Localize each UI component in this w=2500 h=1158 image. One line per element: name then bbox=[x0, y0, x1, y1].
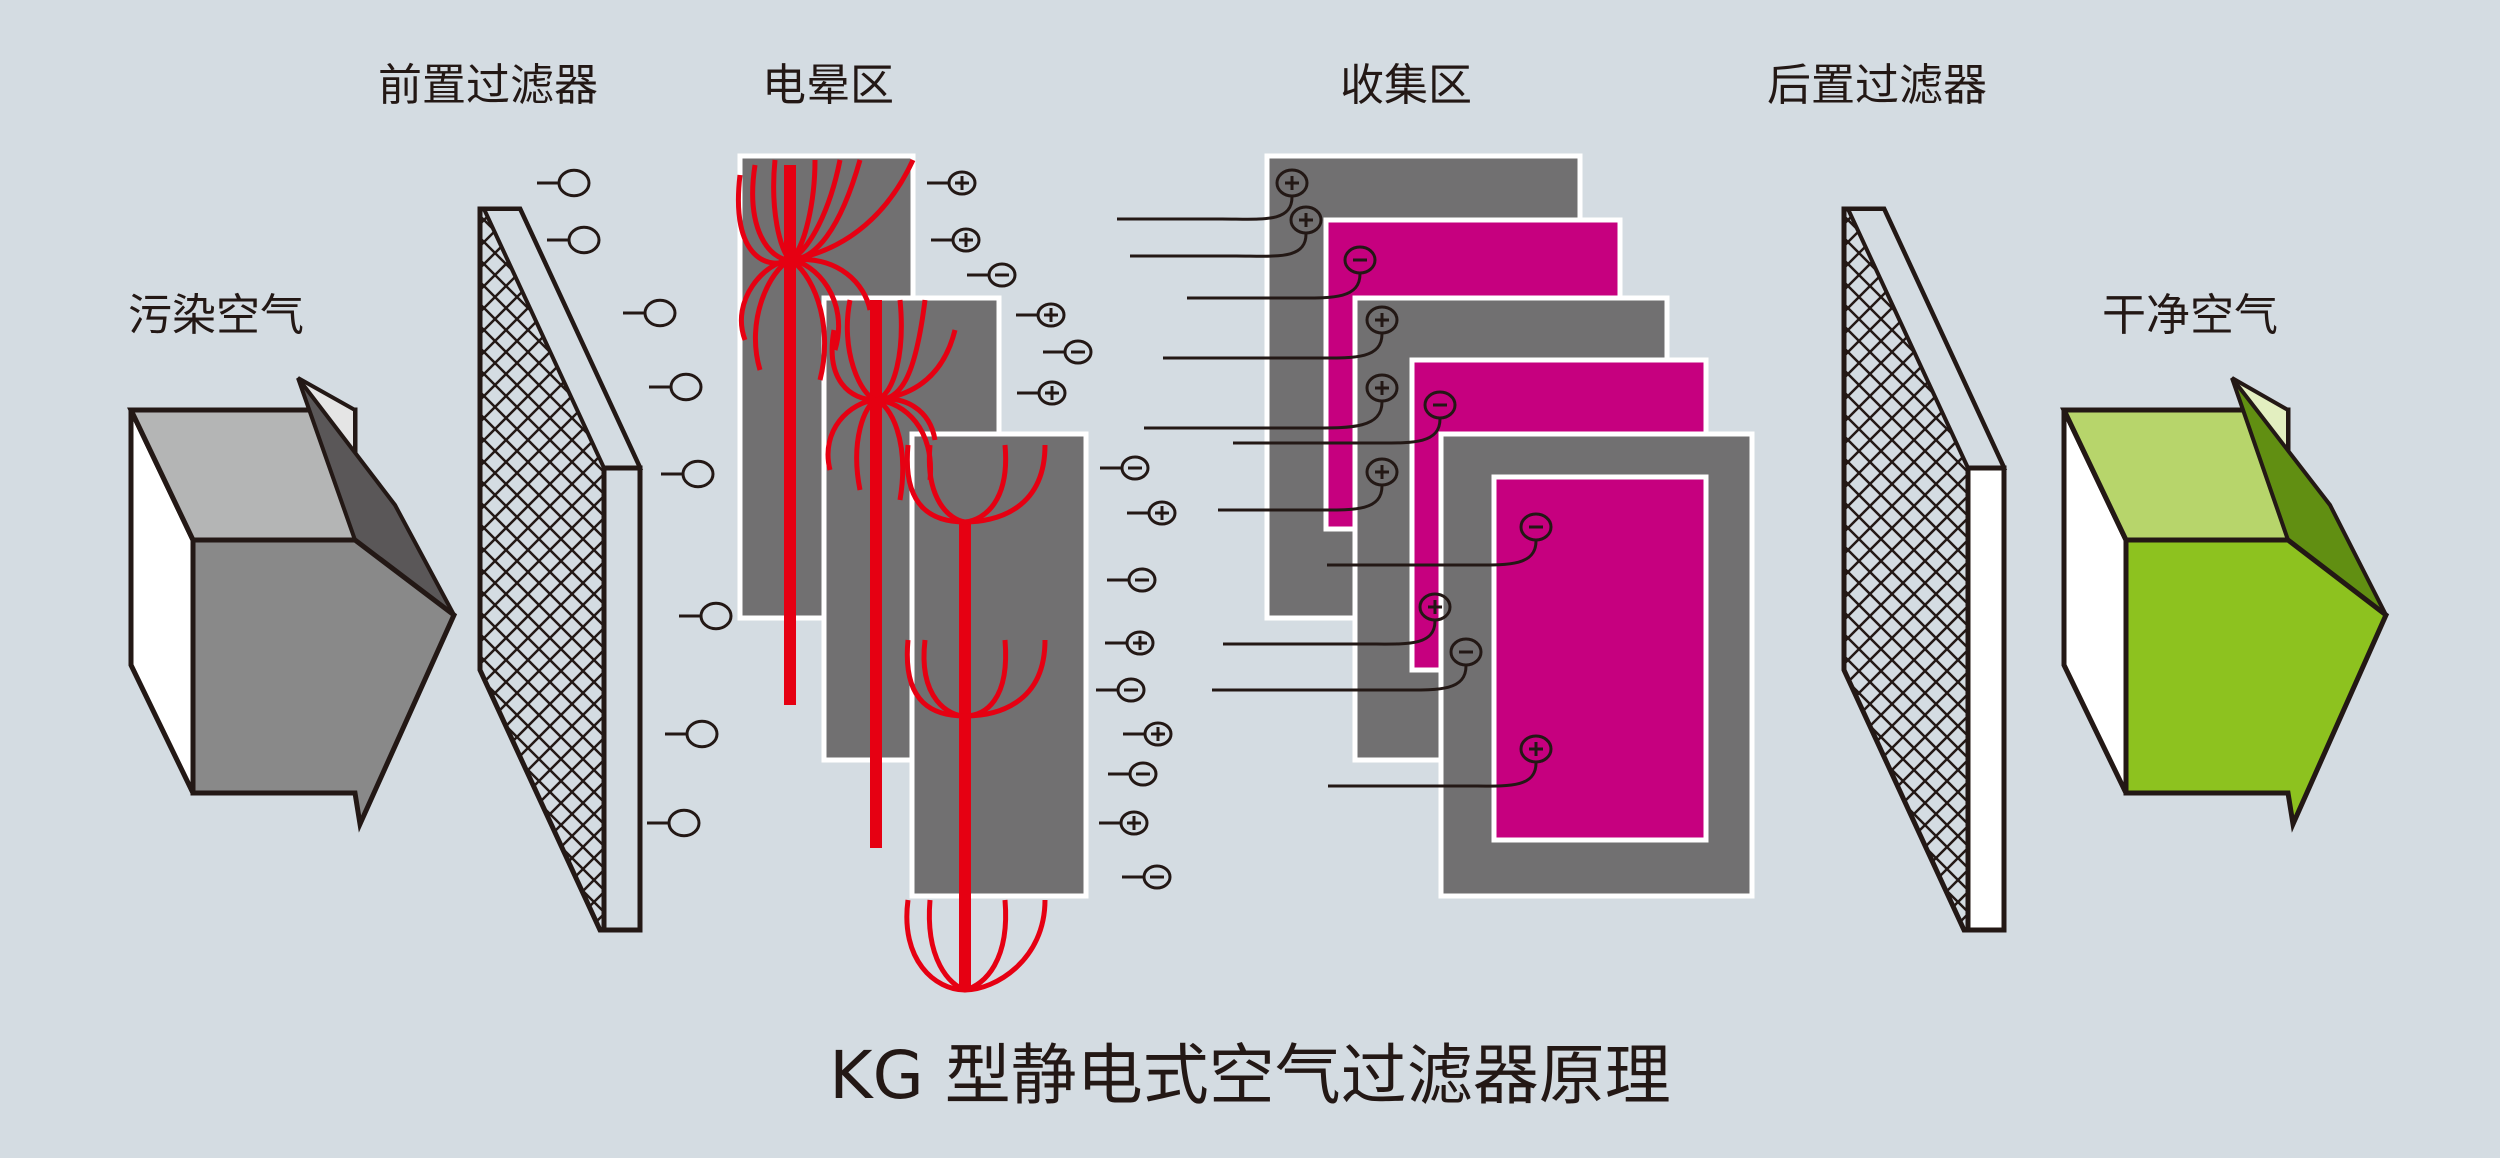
positive-charge-icon bbox=[1218, 457, 1399, 512]
corona-plate-3 bbox=[909, 431, 1089, 899]
negative-charge-icon bbox=[1327, 512, 1553, 567]
pre-corona-ions bbox=[537, 168, 733, 838]
post-corona-ions bbox=[927, 170, 1177, 890]
positive-charge-icon bbox=[1144, 373, 1399, 430]
positive-charge-icon bbox=[1223, 592, 1452, 646]
positive-ion-icon bbox=[1127, 500, 1177, 526]
positive-ion-icon bbox=[1099, 810, 1149, 836]
collection-zone-plates bbox=[1264, 153, 1755, 899]
positive-ion-icon bbox=[931, 227, 981, 253]
ion-icon bbox=[547, 225, 601, 255]
negative-ion-icon bbox=[967, 262, 1017, 288]
positive-ion-icon bbox=[1017, 380, 1067, 406]
positive-ion-icon bbox=[1105, 630, 1155, 656]
label-corona-zone: 电晕区 bbox=[762, 60, 894, 111]
post-filter bbox=[1841, 206, 2008, 933]
positive-charge-icon bbox=[1130, 205, 1323, 258]
label-clean-air: 干净空气 bbox=[2102, 290, 2278, 341]
negative-ion-icon bbox=[1122, 864, 1172, 890]
ion-icon bbox=[661, 459, 715, 489]
corona-discharge bbox=[736, 158, 1048, 993]
negative-ion-icon bbox=[1043, 339, 1093, 365]
negative-charge-icon bbox=[1187, 245, 1377, 300]
positive-charge-icon bbox=[1163, 305, 1399, 360]
negative-ion-icon bbox=[1100, 455, 1150, 481]
ion-icon bbox=[679, 601, 733, 631]
collection-charges bbox=[1117, 168, 1553, 788]
label-pre-filter: 前置过滤器 bbox=[378, 60, 598, 111]
label-dirty-air: 污染空气 bbox=[128, 290, 304, 341]
clean-air-arrow-icon bbox=[2060, 376, 2390, 833]
label-post-filter: 后置过滤器 bbox=[1767, 60, 1987, 111]
positive-ion-icon bbox=[1123, 721, 1173, 747]
negative-ion-icon bbox=[1108, 761, 1158, 787]
dirty-air-arrow-icon bbox=[127, 376, 458, 833]
negative-charge-icon bbox=[1233, 390, 1457, 445]
label-collection-zone: 收集区 bbox=[1340, 60, 1472, 111]
positive-charge-icon bbox=[1328, 734, 1553, 788]
ion-icon bbox=[623, 298, 677, 328]
ion-icon bbox=[647, 808, 701, 838]
pre-filter bbox=[477, 206, 644, 933]
ion-icon bbox=[537, 168, 591, 198]
positive-charge-icon bbox=[1117, 168, 1309, 221]
ion-icon bbox=[649, 372, 703, 402]
positive-ion-icon bbox=[1016, 302, 1066, 328]
negative-ion-icon bbox=[1096, 677, 1146, 703]
collection-plate-magenta-3 bbox=[1491, 474, 1709, 843]
negative-charge-icon bbox=[1212, 637, 1483, 692]
diagram-title: KG 型静电式空气过滤器原理 bbox=[829, 1037, 1670, 1114]
negative-ion-icon bbox=[1107, 567, 1157, 593]
positive-ion-icon bbox=[927, 170, 977, 196]
ion-icon bbox=[665, 719, 719, 749]
